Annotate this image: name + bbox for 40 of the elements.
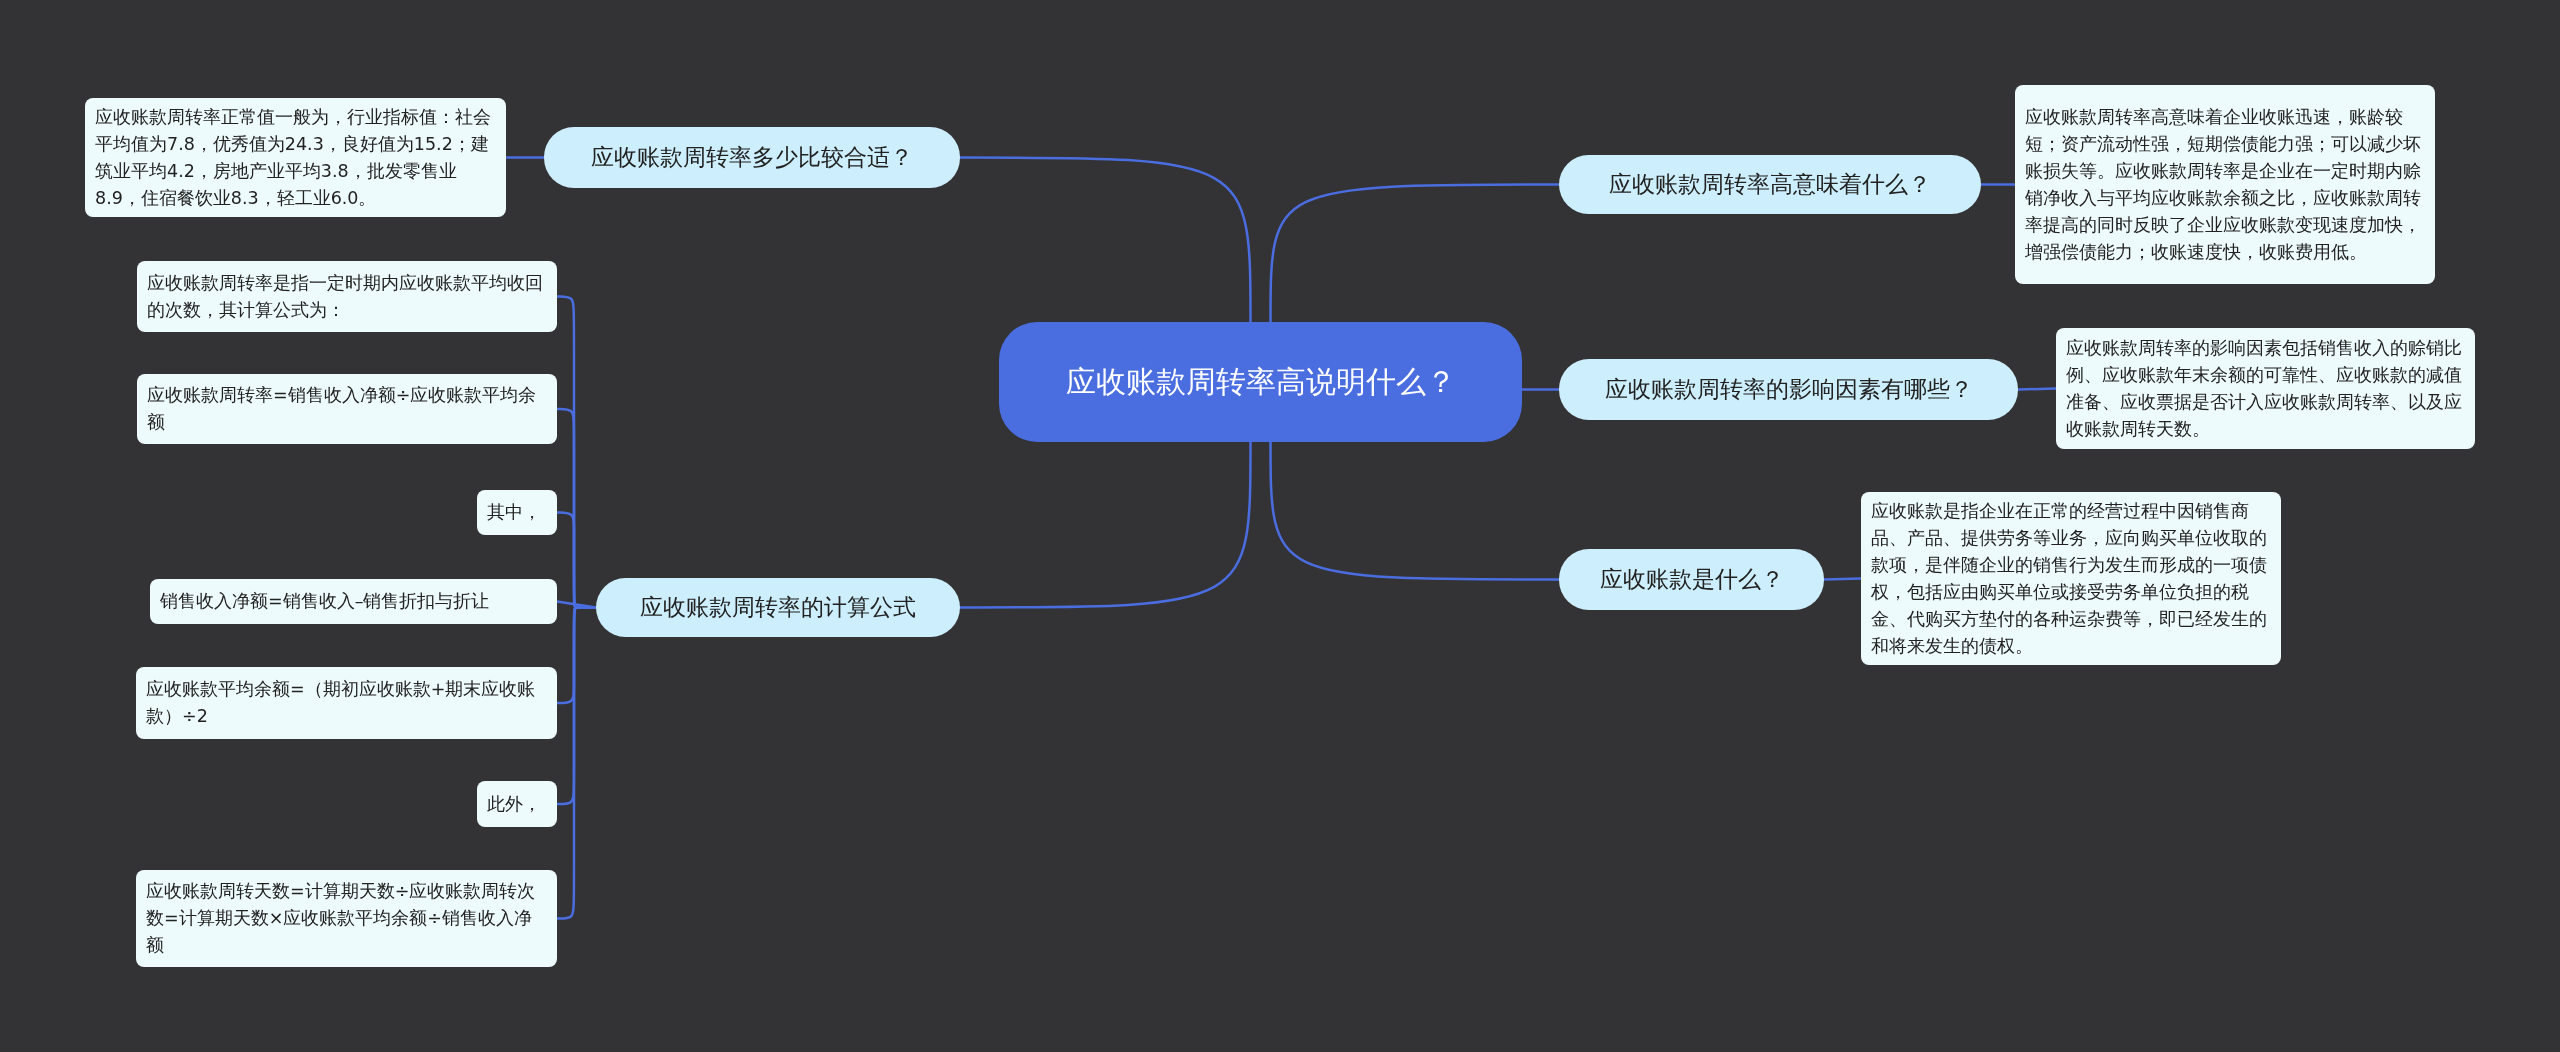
topic-text: 应收账款是什么？ [1599,565,1784,594]
connector-line [960,156,1252,322]
note-text: 应收账款周转率高意味着企业收账迅速，账龄较短；资产流动性强，短期偿债能力强；可以减少坏账损失等。应收账款周转率是企业在一定时期内赊销净收入与平均应收账款余额之比，应收账款周转率提高的同时反映了企业应收账款变现速度加快，增强偿债能力；收账速度快，收账费用低。 [2025,105,2422,264]
connector-line [2017,387,2057,391]
topic-text: 应收账款周转率高意味着什么？ [1609,170,1931,199]
note-text: 应收账款周转率是指一定时期内应收账款平均收回的次数，其计算公式为： [147,271,544,322]
note-text: 应收账款是指企业在正常的经营过程中因销售商品、产品、提供劳务等业务，应向购买单位收取的款项，是伴随企业的销售行为发生而形成的一项债权，包括应由购买单位或接受劳务单位负担的税金、代购买方垫付的各种运杂费等，即已经发生的和将来发生的债权。 [1871,499,2268,658]
connector-line [1522,388,1559,391]
topic-box [1559,549,1824,610]
note-box [150,579,557,624]
topic-box [544,127,960,188]
note-text: 应收账款周转率的影响因素包括销售收入的赊销比例、应收账款年末余额的可靠性、应收账款的减值准备、应收票据是否计入应收账款周转率、以及应收账款周转天数。 [2066,336,2463,441]
connector-line [1269,183,1559,322]
connector-line [1269,442,1559,581]
note-box [137,374,557,444]
topic-box [1559,359,2018,420]
note-box [2056,328,2475,449]
note-box [477,490,557,535]
note-box [2015,85,2435,284]
note-text: 应收账款周转率=销售收入净额÷应收账款平均余额 [147,384,538,434]
note-box [477,781,557,827]
central-topic-text: 应收账款周转率高说明什么？ [1065,363,1456,401]
topic-text: 应收账款周转率的计算公式 [640,593,916,622]
note-box [136,870,557,967]
note-text: 其中， [487,501,541,524]
note-text: 此外， [487,792,541,816]
note-box [136,667,557,739]
connector-line [960,442,1252,609]
connector-line [1823,577,1862,581]
note-text: 应收账款周转天数=计算期天数÷应收账款周转次数=计算期天数×应收账款平均余额÷销售收入净额 [146,880,537,957]
note-box [137,261,557,332]
topic-text: 应收账款周转率多少比较合适？ [591,143,913,172]
central-topic-box [999,322,1522,442]
note-text: 销售收入净额=销售收入–销售折扣与折让 [160,590,490,613]
note-text: 应收账款平均余额=（期初应收账款+期末应收账款）÷2 [146,678,537,728]
connector-line [1981,183,2015,186]
note-text: 应收账款周转率正常值一般为，行业指标值：社会平均值为7.8，优秀值为24.3，良好值为15.2；建筑业平均4.2，房地产业平均3.8，批发零售业8.9，住宿餐饮业8.3，轻工业6.0。 [95,105,492,210]
topic-text: 应收账款周转率的影响因素有哪些？ [1604,375,1973,404]
connector-line [506,156,544,159]
note-box [85,98,506,217]
